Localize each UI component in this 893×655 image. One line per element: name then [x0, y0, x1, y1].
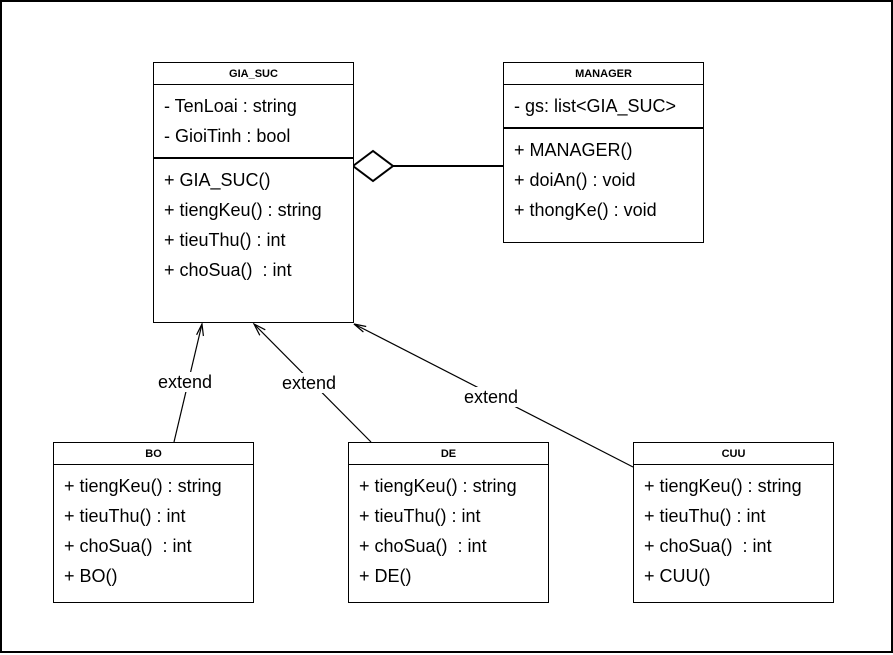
method-chosua: + choSua() : int	[644, 536, 772, 556]
methods-de: + tiengKeu() : string + tieuThu() : int …	[349, 465, 548, 597]
attribute-tenloai: - TenLoai : string	[164, 96, 297, 116]
methods-bo: + tiengKeu() : string + tieuThu() : int …	[54, 465, 253, 597]
extend-arrowhead-de	[252, 322, 266, 336]
class-bo[interactable]: BO + tiengKeu() : string + tieuThu() : i…	[53, 442, 254, 603]
method-tieuthu: + tieuThu() : int	[644, 506, 766, 526]
method-cuu-constructor: + CUU()	[644, 566, 711, 586]
class-name-cuu: CUU	[634, 443, 833, 465]
method-chosua: + choSua() : int	[64, 536, 192, 556]
method-tieuthu: + tieuThu() : int	[64, 506, 186, 526]
method-de-constructor: + DE()	[359, 566, 412, 586]
extend-label-bo: extend	[156, 372, 215, 392]
attribute-gioitinh: - GioiTinh : bool	[164, 126, 291, 146]
methods-manager: + MANAGER() + doiAn() : void + thongKe()…	[504, 129, 703, 231]
class-name-manager: MANAGER	[504, 63, 703, 85]
method-thongke: + thongKe() : void	[514, 200, 657, 220]
class-de[interactable]: DE + tiengKeu() : string + tieuThu() : i…	[348, 442, 549, 603]
methods-gia-suc: + GIA_SUC() + tiengKeu() : string + tieu…	[154, 159, 353, 291]
attributes-manager: - gs: list<GIA_SUC>	[504, 85, 703, 129]
attribute-gs: - gs: list<GIA_SUC>	[514, 96, 677, 116]
extend-label-de: extend	[280, 373, 339, 393]
method-chosua: + choSua() : int	[164, 260, 292, 280]
class-name-gia-suc: GIA_SUC	[154, 63, 353, 85]
attributes-gia-suc: - TenLoai : string - GioiTinh : bool	[154, 85, 353, 159]
method-tiengkeu: + tiengKeu() : string	[359, 476, 517, 496]
aggregation-diamond	[351, 149, 395, 183]
method-tiengkeu: + tiengKeu() : string	[164, 200, 322, 220]
method-doian: + doiAn() : void	[514, 170, 636, 190]
class-cuu[interactable]: CUU + tiengKeu() : string + tieuThu() : …	[633, 442, 834, 603]
extend-arrowhead-cuu	[353, 323, 367, 333]
method-tieuthu: + tieuThu() : int	[359, 506, 481, 526]
method-tieuthu: + tieuThu() : int	[164, 230, 286, 250]
class-manager[interactable]: MANAGER - gs: list<GIA_SUC> + MANAGER() …	[503, 62, 704, 243]
extend-arrowhead-bo	[196, 321, 204, 337]
class-name-de: DE	[349, 443, 548, 465]
class-name-bo: BO	[54, 443, 253, 465]
method-tiengkeu: + tiengKeu() : string	[644, 476, 802, 496]
extend-label-cuu: extend	[462, 387, 521, 407]
method-gia-suc-constructor: + GIA_SUC()	[164, 170, 271, 190]
method-bo-constructor: + BO()	[64, 566, 118, 586]
methods-cuu: + tiengKeu() : string + tieuThu() : int …	[634, 465, 833, 597]
method-manager-constructor: + MANAGER()	[514, 140, 633, 160]
method-tiengkeu: + tiengKeu() : string	[64, 476, 222, 496]
method-chosua: + choSua() : int	[359, 536, 487, 556]
class-gia-suc[interactable]: GIA_SUC - TenLoai : string - GioiTinh : …	[153, 62, 354, 323]
